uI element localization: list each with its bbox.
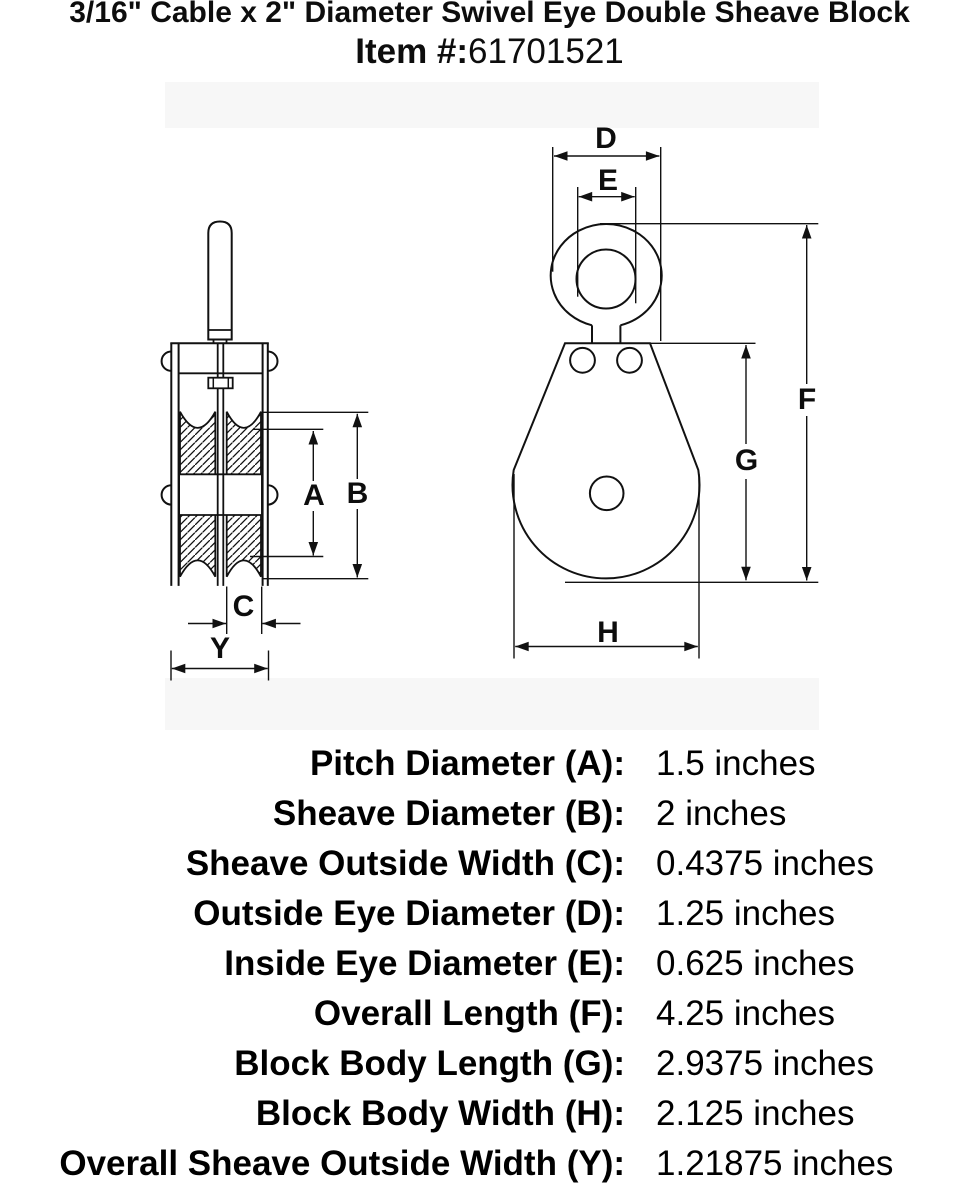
- spec-row: Block Body Width (H): 2.125 inches: [0, 1089, 979, 1139]
- spec-value: 2.125 inches: [656, 1094, 855, 1133]
- item-number-label: Item #:: [355, 32, 469, 71]
- spec-label: Overall Sheave Outside Width (Y):: [59, 1144, 625, 1183]
- spec-label: Outside Eye Diameter (D):: [193, 894, 625, 933]
- dim-label-h: H: [597, 616, 619, 649]
- front-view-drawing: [511, 223, 701, 580]
- dim-label-g: G: [734, 444, 759, 477]
- spec-value: 2.9375 inches: [656, 1044, 874, 1083]
- spec-row: Overall Length (F): 4.25 inches: [0, 989, 979, 1039]
- spec-value: 1.5 inches: [656, 744, 816, 783]
- dim-label-a: A: [303, 479, 325, 512]
- spec-row: Sheave Outside Width (C): 0.4375 inches: [0, 839, 979, 889]
- spec-value: 0.4375 inches: [656, 844, 874, 883]
- spec-row: Overall Sheave Outside Width (Y): 1.2187…: [0, 1139, 979, 1188]
- spec-value: 1.25 inches: [656, 894, 836, 933]
- page-title: 3/16" Cable x 2" Diameter Swivel Eye Dou…: [69, 0, 910, 29]
- spec-label: Overall Length (F):: [313, 994, 625, 1033]
- spec-label: Inside Eye Diameter (E):: [224, 944, 625, 983]
- dim-label-c: C: [232, 590, 255, 623]
- spec-label: Block Body Length (G):: [234, 1044, 625, 1083]
- drawing-canvas-bottom-edge: [165, 678, 819, 730]
- spec-label: Pitch Diameter (A):: [309, 744, 625, 783]
- spec-label: Block Body Width (H):: [255, 1094, 625, 1133]
- dim-label-y: Y: [209, 632, 231, 665]
- spec-value: 2 inches: [656, 794, 787, 833]
- spec-table: Pitch Diameter (A): 1.5 inches Sheave Di…: [0, 739, 979, 1188]
- spec-row: Outside Eye Diameter (D): 1.25 inches: [0, 889, 979, 939]
- dim-label-e: E: [597, 164, 619, 197]
- item-number-line: Item #:61701521: [0, 30, 979, 74]
- spec-value: 1.21875 inches: [656, 1144, 894, 1183]
- dim-label-d: D: [595, 122, 617, 155]
- spec-row: Sheave Diameter (B): 2 inches: [0, 789, 979, 839]
- dim-label-b: B: [346, 477, 369, 510]
- technical-drawing: [160, 147, 819, 681]
- front-view-dimension-lines: [513, 147, 819, 659]
- spec-row: Block Body Length (G): 2.9375 inches: [0, 1039, 979, 1089]
- item-number-value: 61701521: [468, 32, 624, 71]
- spec-label: Sheave Diameter (B):: [272, 794, 625, 833]
- spec-value: 0.625 inches: [656, 944, 855, 983]
- side-view-dimension-lines: [170, 411, 369, 681]
- spec-value: 4.25 inches: [656, 994, 836, 1033]
- spec-row: Inside Eye Diameter (E): 0.625 inches: [0, 939, 979, 989]
- dim-label-f: F: [797, 383, 817, 416]
- drawing-canvas-top-edge: [165, 82, 819, 128]
- spec-label: Sheave Outside Width (C):: [185, 844, 625, 883]
- spec-row: Pitch Diameter (A): 1.5 inches: [0, 739, 979, 789]
- side-view-drawing: [160, 220, 279, 586]
